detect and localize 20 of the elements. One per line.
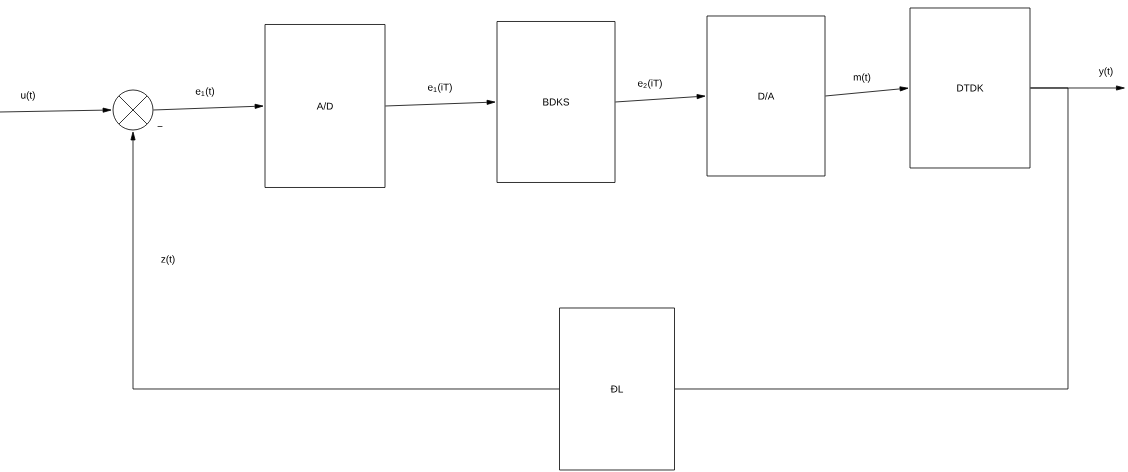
edge-label: e$_{1}$(t) xyxy=(194,86,216,98)
edge-label: e$_{1}$(iT) xyxy=(426,82,454,94)
edge-label: m(t) xyxy=(852,72,872,84)
edge-label: e$_{2}$(iT) xyxy=(636,78,664,90)
arrow xyxy=(825,86,909,97)
edge-label: z(t) xyxy=(159,254,177,266)
block-box: A/D xyxy=(264,24,386,188)
arrow xyxy=(615,94,706,103)
summing-junction xyxy=(112,89,154,131)
edge-label: y(t) xyxy=(1097,66,1115,78)
block-box: BDKS xyxy=(496,21,616,183)
arrow xyxy=(130,131,560,390)
block-box: D/A xyxy=(706,15,826,177)
sign-label: − xyxy=(157,126,163,127)
arrow xyxy=(385,99,496,107)
arrow xyxy=(153,103,264,111)
block-box: DTDK xyxy=(909,7,1031,169)
block-box: ĐL xyxy=(559,307,675,471)
arrow xyxy=(0,107,112,113)
edge-label: u(t) xyxy=(19,90,37,102)
